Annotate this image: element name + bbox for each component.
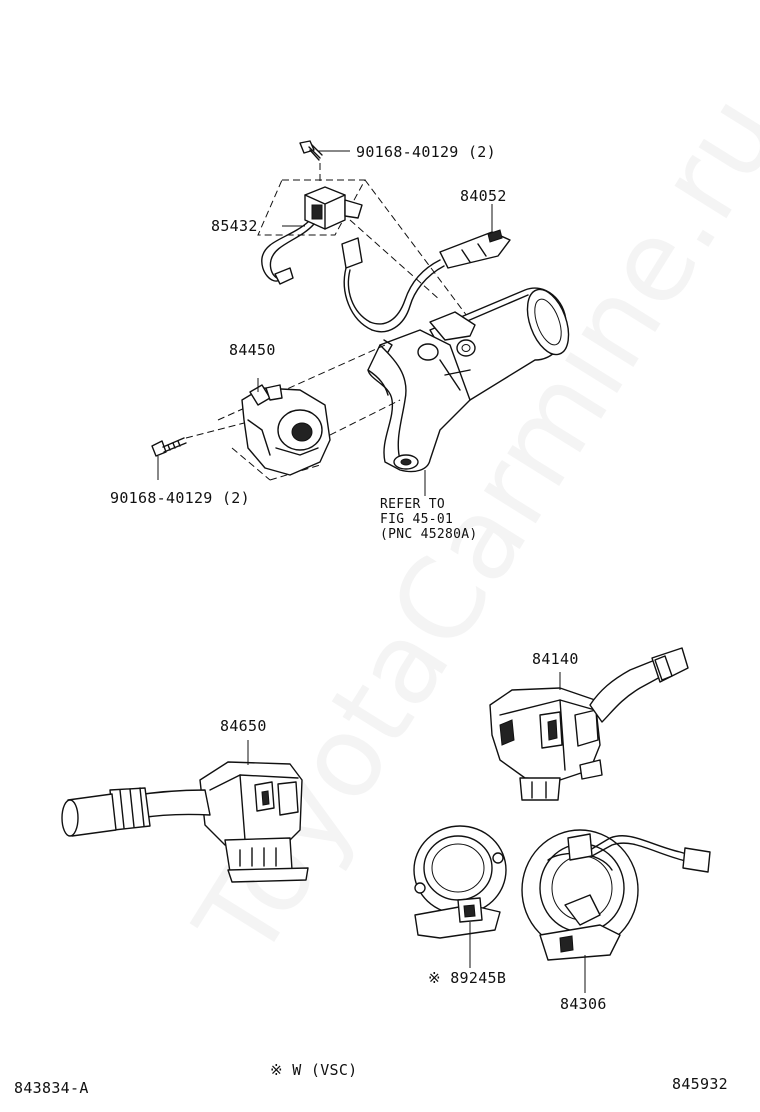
- label-part-84140: 84140: [532, 650, 579, 668]
- label-refer-line1: REFER TO: [380, 497, 446, 512]
- label-code-left: 843834-A: [14, 1079, 89, 1097]
- label-bolt-top: 90168-40129 (2): [356, 143, 496, 161]
- sensor-85432: [261, 186, 363, 285]
- harness-84052: [341, 204, 511, 333]
- switch-housing-84450: [241, 378, 331, 476]
- label-part-84306: 84306: [560, 995, 607, 1013]
- label-part-89245b: ※ 89245B: [428, 969, 507, 987]
- spiral-cable-89245b: [413, 825, 507, 968]
- label-bolt-bottom: 90168-40129 (2): [110, 489, 250, 507]
- label-part-84052: 84052: [460, 187, 507, 205]
- label-code-right: 845932: [672, 1075, 728, 1093]
- spiral-cable-84306: [521, 829, 711, 993]
- steering-column-bracket: [367, 287, 570, 496]
- bolt-bottom: [151, 437, 187, 480]
- wiper-switch-84140: [489, 647, 689, 801]
- label-part-84450: 84450: [229, 341, 276, 359]
- label-part-84650: 84650: [220, 717, 267, 735]
- label-note-vsc: ※ W (VSC): [270, 1061, 358, 1079]
- bolt-top: [299, 140, 350, 161]
- dashed-guide-85432: [257, 179, 366, 236]
- label-part-85432: 85432: [211, 217, 258, 235]
- label-refer-line2: FIG 45-01: [380, 512, 454, 527]
- label-refer-line3: (PNC 45280A): [380, 527, 478, 542]
- light-switch-84650: [61, 740, 309, 883]
